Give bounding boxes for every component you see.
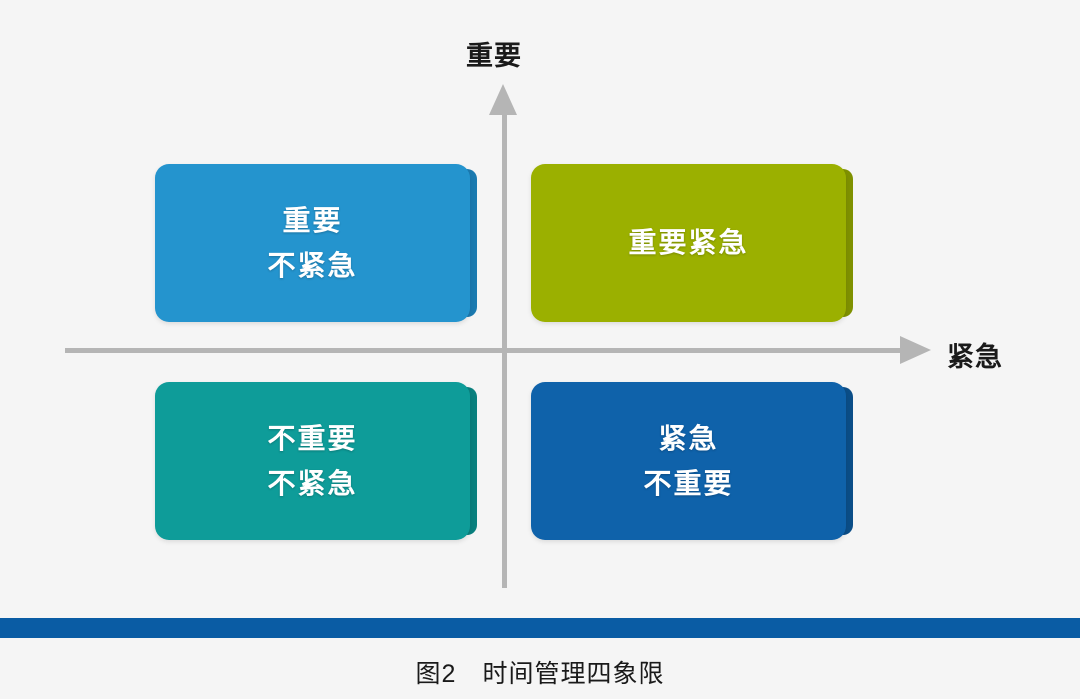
quadrant-important-not-urgent[interactable]: 重要 不紧急: [155, 164, 477, 322]
quadrant-label-line: 不重要: [267, 422, 358, 454]
quadrant-important-urgent[interactable]: 重要紧急: [531, 164, 853, 322]
y-axis-label: 重要: [466, 41, 522, 71]
figure-caption: 图2 时间管理四象限: [0, 654, 1080, 690]
quadrant-label-line: 不紧急: [267, 468, 358, 499]
quadrant-not-important-not-urgent[interactable]: 不重要 不紧急: [155, 382, 477, 540]
arrow-up-icon: [489, 84, 517, 115]
bottom-divider-rule: [0, 618, 1080, 638]
y-axis-line: [502, 110, 507, 588]
quadrant-labels: 紧急 不重要: [643, 416, 733, 507]
quadrant-face: [531, 164, 846, 322]
quadrant-labels: 重要紧急: [628, 220, 748, 265]
quadrant-label-line: 不紧急: [267, 250, 358, 281]
x-axis-label: 紧急: [947, 342, 1003, 372]
quadrant-labels: 不重要 不紧急: [267, 416, 357, 507]
quadrant-label-line: 重要: [282, 204, 343, 236]
figure-caption-title: 时间管理四象限: [482, 660, 665, 688]
quadrant-label-line: 紧急: [658, 422, 719, 454]
quadrant-face: [155, 382, 470, 540]
arrow-right-icon: [900, 336, 931, 364]
quadrant-label-line: 重要紧急: [628, 227, 749, 259]
quadrant-face: [155, 164, 470, 322]
quadrant-face: [531, 382, 846, 540]
figure-caption-number: 图2: [415, 660, 457, 688]
quadrant-urgent-not-important[interactable]: 紧急 不重要: [531, 382, 853, 540]
quadrant-labels: 重要 不紧急: [267, 198, 357, 289]
quadrant-label-line: 不重要: [643, 468, 734, 499]
x-axis-line: [65, 348, 905, 353]
